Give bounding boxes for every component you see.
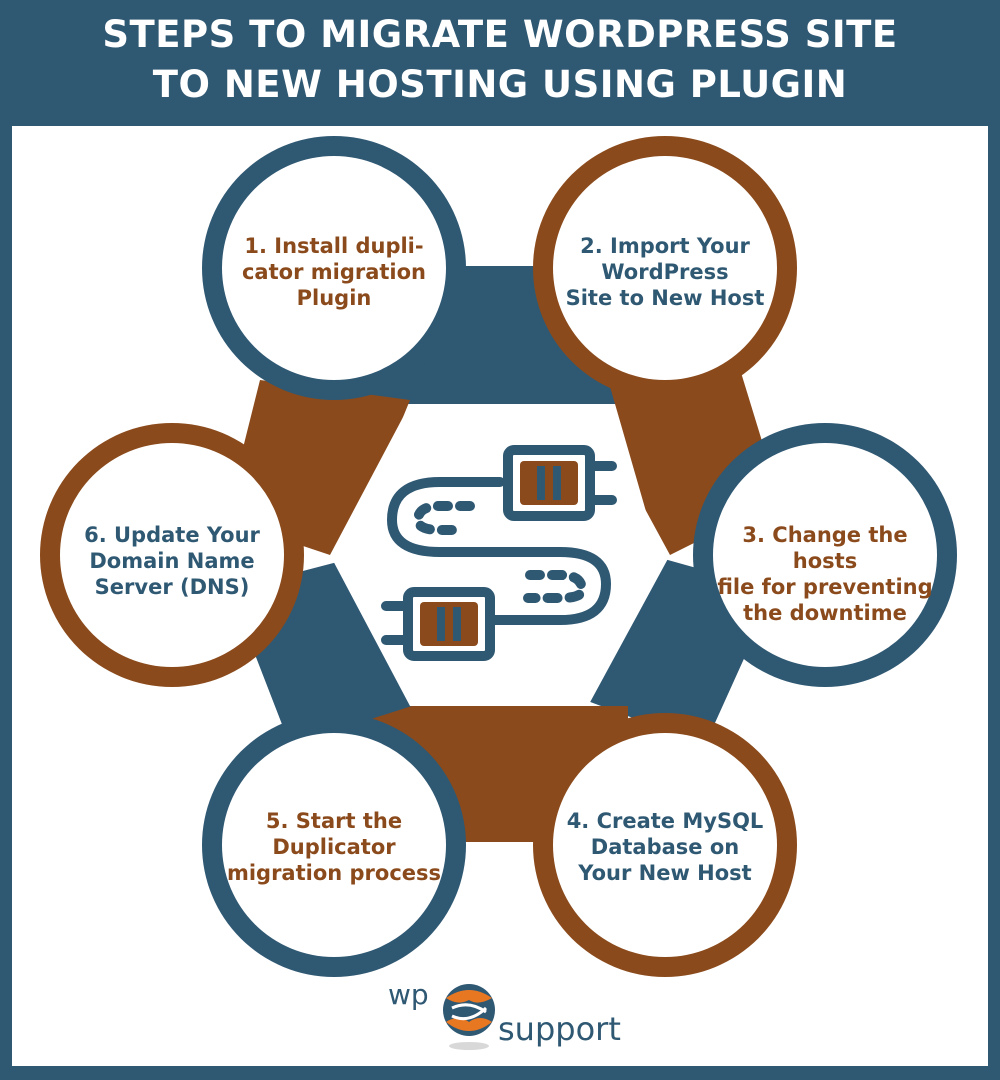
wp-support-logo: wp support	[380, 976, 621, 1056]
step-circle-3	[693, 423, 957, 687]
step-circle-5	[202, 713, 466, 977]
title-line-1: STEPS TO MIGRATE WORDPRESS SITE	[102, 13, 898, 56]
title-line-2: TO NEW HOSTING USING PLUGIN	[152, 63, 848, 106]
step-circle-6	[40, 423, 304, 687]
plug-cable-icon	[381, 445, 617, 661]
step-6-label: 6. Update Your Domain Name Server (DNS)	[84, 523, 260, 599]
page-title: STEPS TO MIGRATE WORDPRESS SITE TO NEW H…	[0, 0, 1000, 120]
step-circle-2	[533, 136, 797, 400]
wp-support-logo-icon	[443, 984, 495, 1050]
logo-word-support: support	[498, 1010, 621, 1048]
step-circle-4	[533, 713, 797, 977]
logo-word-wp: wp	[388, 978, 429, 1011]
step-2-label: 2. Import Your WordPress Site to New Hos…	[565, 234, 765, 310]
step-3-label: 3. Change the hosts file for preventing …	[717, 523, 933, 625]
step-circle-1	[202, 136, 466, 400]
step-5-label: 5. Start the Duplicator migration proces…	[226, 809, 442, 885]
step-4-label: 4. Create MySQL Database on Your New Hos…	[566, 809, 764, 885]
step-1-label: 1. Install dupli- cator migration Plugin	[241, 234, 426, 310]
